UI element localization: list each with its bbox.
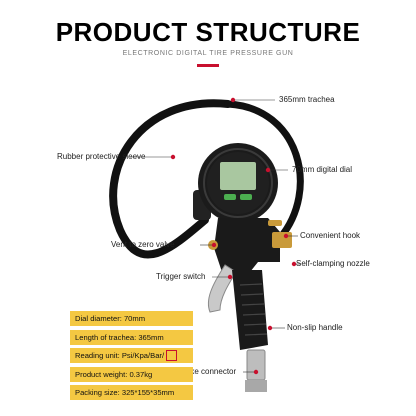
callout-handle: Non-slip handle [287, 323, 343, 332]
gauge-screen [220, 162, 256, 190]
callout-hook: Convenient hook [300, 231, 361, 240]
trigger [207, 264, 237, 313]
spec-row-packing: Packing size: 325*155*35mm [70, 385, 193, 400]
spec-list: Dial diameter: 70mm Length of trachea: 3… [70, 311, 193, 404]
callout-nozzle: Self-clamping nozzle [296, 259, 370, 268]
callout-intake: Intake connector [177, 367, 237, 376]
spec-row-unit: Reading unit: Psi/Kpa/Bar/ [70, 348, 193, 363]
callout-trachea: 365mm trachea [279, 95, 335, 104]
handle [232, 270, 268, 350]
spec-row-weight: Product weight: 0.37kg [70, 366, 193, 382]
spec-row-trachea: Length of trachea: 365mm [70, 329, 193, 345]
callout-vent: Vent to zero valve [111, 240, 175, 249]
page-subtitle: ELECTRONIC DIGITAL TIRE PRESSURE GUN [122, 50, 294, 57]
gauge-button-left [224, 194, 236, 200]
gun-body [214, 218, 280, 272]
callout-sleeve: Rubber protective sleeve [57, 152, 146, 161]
hook [268, 220, 282, 226]
page-title: PRODUCT STRUCTURE [55, 17, 361, 47]
nozzle-brass [272, 232, 292, 248]
hose-right [224, 100, 304, 242]
gauge-button-right [240, 194, 252, 200]
hose [109, 99, 232, 259]
spec-row-dial: Dial diameter: 70mm [70, 311, 193, 326]
intake-connector [246, 349, 266, 381]
callout-dial: 70mm digital dial [292, 165, 353, 174]
cert-badge-icon [166, 349, 178, 361]
gauge-ring [203, 148, 273, 218]
callout-trigger: Trigger switch [156, 272, 206, 281]
title-underline [197, 64, 219, 67]
